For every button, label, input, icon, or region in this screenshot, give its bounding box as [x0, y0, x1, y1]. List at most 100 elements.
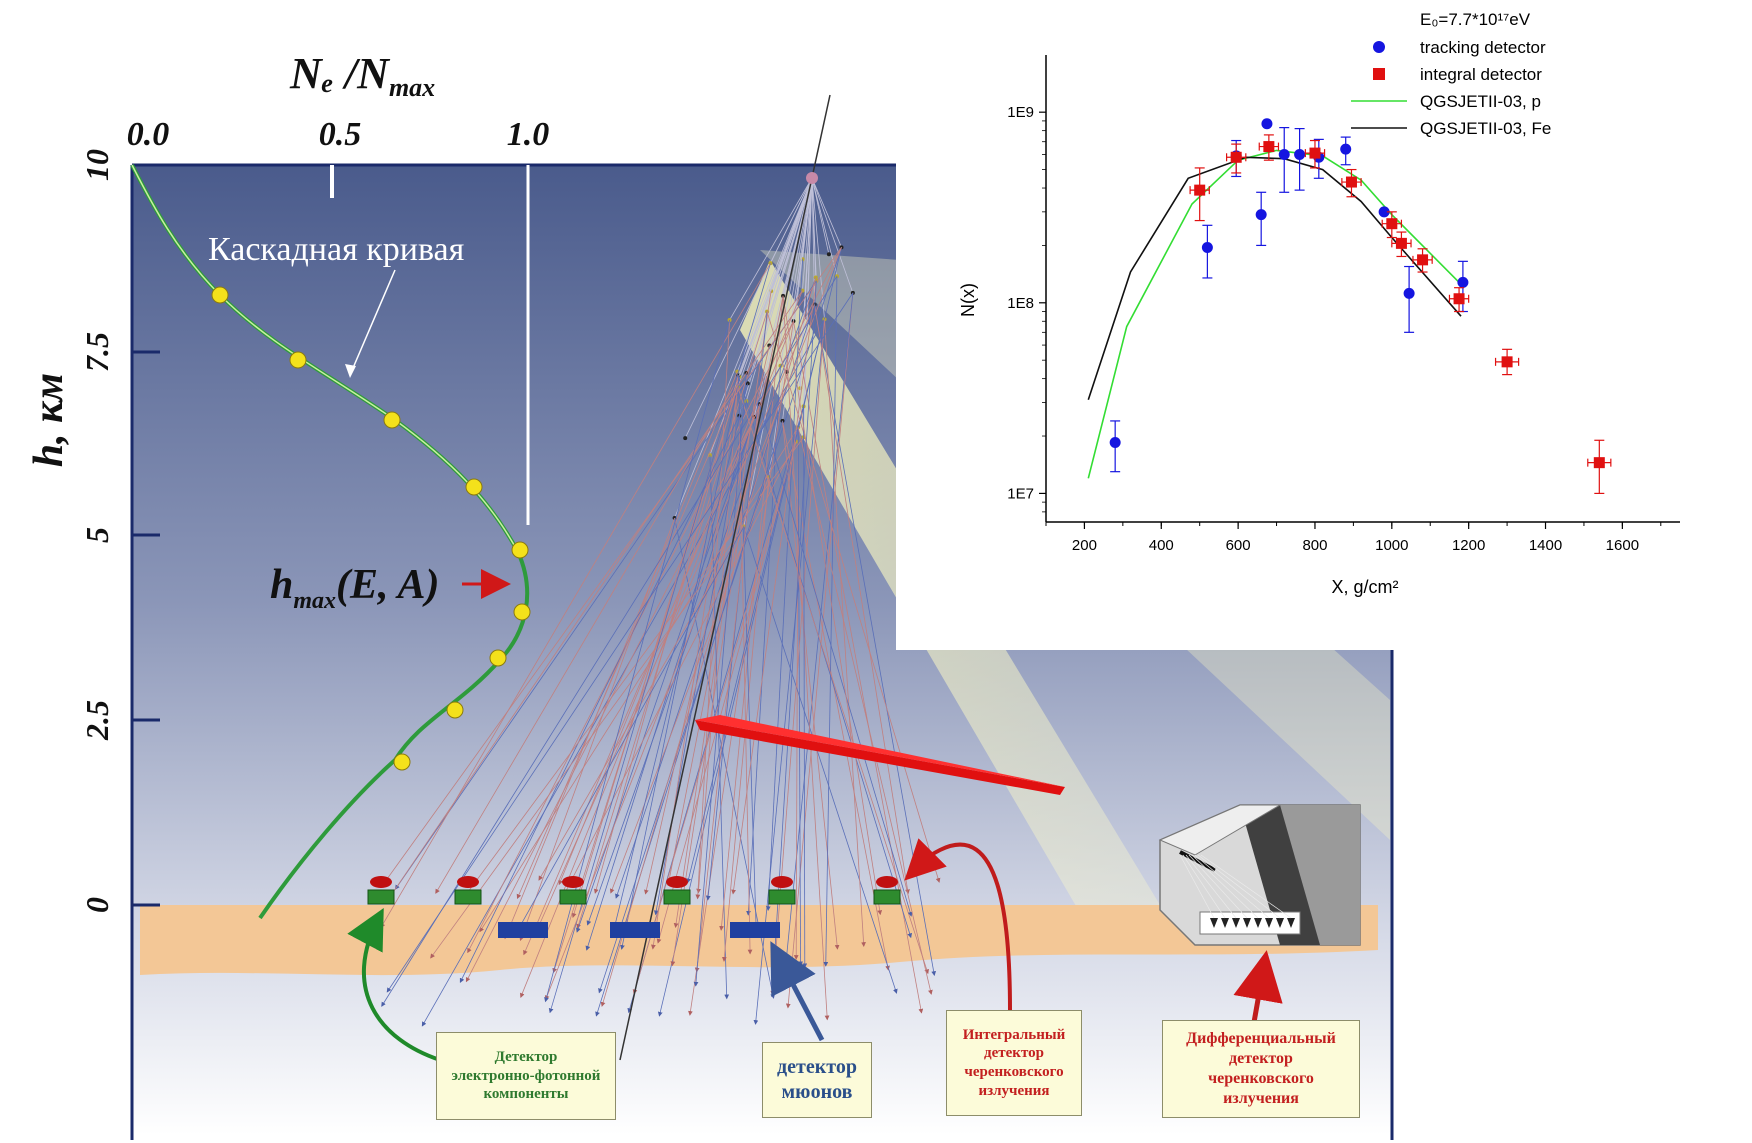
electron-track: [516, 386, 739, 900]
height-tick-label: 10: [79, 149, 115, 181]
scintillator-block: [367, 889, 395, 905]
muon-track: [771, 280, 817, 965]
muon-track: [394, 280, 817, 890]
muon-track: [576, 416, 755, 933]
pmt-icon: [1287, 918, 1295, 928]
cascade-curve-point: [211, 286, 229, 304]
cascade-curve-point: [489, 649, 507, 667]
chart-legend-label: QGSJETII-03, p: [1420, 92, 1541, 111]
electron-track: [782, 420, 890, 971]
height-axis-ticks: [132, 163, 160, 907]
tracking-detector-point: [1201, 242, 1213, 254]
height-tick-label: 2.5: [79, 700, 115, 741]
pmt-icon: [1243, 918, 1251, 928]
shower-vertex: [683, 436, 688, 441]
shower-primary-branch: [674, 177, 813, 519]
chart-legend-label: QGSJETII-03, Fe: [1420, 119, 1551, 138]
integral-box-line-2: детектор: [984, 1045, 1044, 1062]
electron-track: [479, 426, 799, 933]
integral-detector-point: [1230, 151, 1242, 163]
integral-detector-point: [1194, 184, 1206, 196]
chart-x-tick-label: 200: [1072, 537, 1097, 554]
muon-track: [674, 517, 776, 999]
muon-track: [743, 526, 898, 994]
muon-track: [386, 292, 854, 993]
height-tick-label: 0: [79, 897, 115, 913]
shower-primary-branch: [797, 177, 813, 428]
integral-detector-point: [1501, 356, 1513, 368]
electron-track: [737, 387, 929, 975]
chart-model-line: [1087, 149, 1462, 479]
shower-primary-branch: [811, 177, 817, 278]
muon-track: [381, 276, 838, 1007]
pmt-icon: [1254, 918, 1262, 928]
shower-vertex: [826, 252, 831, 257]
electron-track: [785, 292, 854, 1009]
tracking-detector-point: [1340, 143, 1352, 155]
electron-track: [766, 311, 941, 883]
electron-track: [552, 387, 739, 974]
cascade-curve-label: Каскадная кривая: [208, 231, 465, 268]
muon-detector-3: [730, 922, 780, 938]
curve-label-pointer: [349, 269, 396, 376]
pmt-icon: [1265, 918, 1273, 928]
cascade-curve-point: [446, 701, 464, 719]
electron-track: [544, 247, 842, 1001]
muon-track: [758, 404, 913, 917]
chart-x-tick-label: 600: [1226, 537, 1251, 554]
scintillator-block: [873, 889, 901, 905]
photomultiplier-array: [1179, 854, 1295, 928]
differential-box-line-4: излучения: [1223, 1090, 1299, 1107]
muon-track: [610, 383, 749, 939]
electron-track: [558, 290, 803, 886]
shower-primary-branch: [803, 177, 813, 407]
muon-track: [693, 372, 747, 987]
differential-cherenkov-detector-box: Дифференциальный детектор черенковского …: [1162, 1020, 1360, 1118]
electron-track: [593, 376, 740, 894]
integral-cherenkov-pmt: [457, 876, 479, 888]
top-tick-label-0: 0.0: [127, 116, 170, 153]
differential-box-line-2: детектор: [1229, 1050, 1293, 1067]
integral-cherenkov-pmt: [771, 876, 793, 888]
chart-legend-label: integral detector: [1420, 65, 1542, 84]
chart-legend-marker: [1373, 68, 1385, 80]
pmt-light-ray: [1188, 854, 1248, 919]
pmt-light-ray: [1191, 854, 1259, 919]
electron-track: [824, 319, 866, 947]
electron-track: [694, 404, 760, 973]
muon-track: [802, 406, 808, 969]
muon-track: [823, 276, 838, 967]
tracking-detector-point: [1457, 276, 1469, 288]
integral-cherenkov-pmt: [666, 876, 688, 888]
electron-track: [719, 295, 784, 931]
integral-detector-point: [1395, 237, 1407, 249]
muon-track: [459, 415, 740, 983]
scintillator-block: [768, 889, 796, 905]
electron-track: [435, 376, 740, 894]
top-tick-label-2: 1.0: [507, 116, 550, 153]
tracking-detector-point: [1255, 209, 1267, 221]
electron-track: [696, 375, 739, 894]
chart-x-tick-label: 1000: [1375, 537, 1408, 554]
scintillator-block: [663, 889, 691, 905]
chart-x-tick-label: 1200: [1452, 537, 1485, 554]
muon-track: [586, 277, 817, 926]
ground-layer: [140, 905, 1378, 976]
shower-primary-branch: [747, 177, 813, 384]
shower-particle-tracks: [380, 177, 941, 1027]
tracking-detector-point: [1294, 148, 1306, 160]
muon-track: [548, 263, 771, 1014]
chart-legend-label: tracking detector: [1420, 38, 1546, 57]
muon-detector-box: детектор мюонов: [762, 1042, 872, 1118]
cherenkov-direction-wedge-tail: [695, 715, 1065, 787]
tracking-detector-point: [1278, 148, 1290, 160]
cascade-curve-points: [211, 286, 531, 771]
shower-primary-branch: [766, 177, 813, 312]
integral-cherenkov-pmt: [876, 876, 898, 888]
cascade-curve-point: [465, 478, 483, 496]
tracking-detector-point: [1403, 287, 1415, 299]
shower-primary-branch: [811, 177, 830, 255]
integral-detector-point: [1263, 141, 1275, 153]
tracking-detector-point: [1109, 436, 1121, 448]
